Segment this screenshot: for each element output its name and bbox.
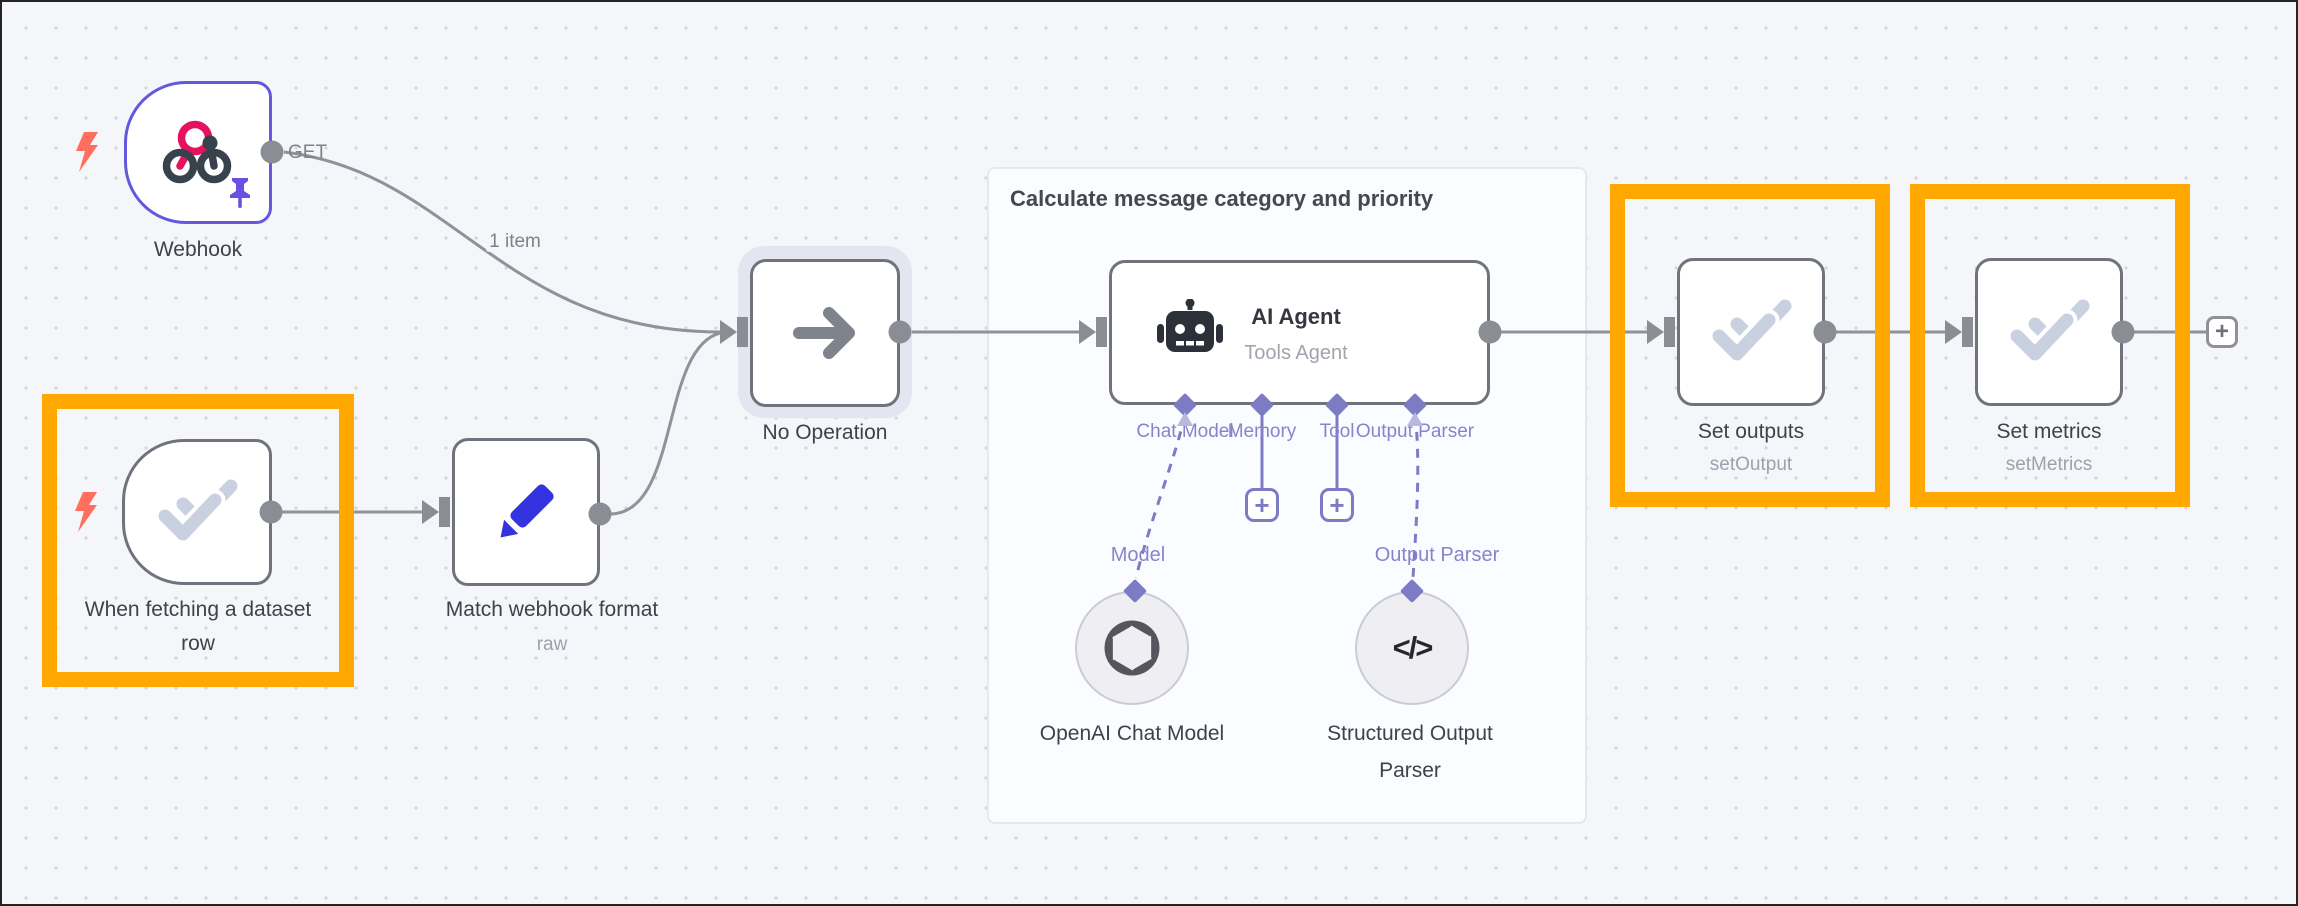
- node-dataset-trigger[interactable]: [122, 439, 272, 585]
- agent-port-label-memory: Memory: [1227, 421, 1297, 442]
- double-check-icon: [154, 479, 238, 545]
- edge-agent-to-structured-parser[interactable]: [1411, 414, 1420, 579]
- tool-add-button[interactable]: +: [1320, 488, 1354, 522]
- edge-agent-to-openai-model[interactable]: [1134, 414, 1187, 579]
- match-format-label: Match webhook format: [445, 598, 659, 621]
- node-match-webhook-format[interactable]: [452, 438, 600, 586]
- node-openai-chat-model[interactable]: [1075, 591, 1189, 705]
- webhook-label: Webhook: [153, 238, 243, 261]
- ai-agent-title: AI Agent: [1251, 304, 1341, 329]
- structured-parser-label-line1: Structured Output: [1327, 722, 1493, 745]
- pin-icon: [230, 178, 250, 208]
- set-outputs-sublabel: setOutput: [1709, 454, 1793, 475]
- robot-icon: [1157, 299, 1223, 352]
- node-ai-agent[interactable]: [1109, 260, 1490, 405]
- add-node-button[interactable]: +: [2206, 316, 2238, 348]
- highlight-box-set-metrics: [1910, 184, 2190, 507]
- set-outputs-label: Set outputs: [1697, 420, 1805, 443]
- webhook-icon: [162, 120, 232, 183]
- noop-label: No Operation: [762, 421, 888, 444]
- ai-agent-subtitle: Tools Agent: [1244, 342, 1348, 364]
- node-webhook[interactable]: [124, 81, 272, 224]
- webhook-method-label: GET: [288, 142, 328, 163]
- agent-port-label-tool: Tool: [1319, 421, 1355, 442]
- edge-webhook-to-noop[interactable]: [283, 150, 721, 334]
- structured-parser-label-line2: Parser: [1379, 759, 1441, 782]
- node-structured-output-parser[interactable]: </>: [1355, 591, 1469, 705]
- edge-match-to-noop[interactable]: [610, 331, 721, 516]
- arrow-right-icon: [793, 307, 855, 359]
- group-title: Calculate message category and priority: [1010, 186, 1434, 211]
- memory-add-button[interactable]: +: [1245, 488, 1279, 522]
- agent-port-label-output-parser: Output Parser: [1355, 421, 1475, 442]
- set-metrics-label: Set metrics: [1996, 420, 2102, 443]
- match-format-sublabel: raw: [536, 634, 568, 655]
- dataset-trigger-label-line2: row: [181, 632, 215, 655]
- edge-items-badge: 1 item: [480, 231, 550, 253]
- output-parser-link-label: Output Parser: [1374, 544, 1500, 566]
- highlight-box-set-outputs: [1610, 184, 1890, 507]
- openai-model-label: OpenAI Chat Model: [1039, 722, 1225, 745]
- code-icon: </>: [1392, 630, 1434, 665]
- lightning-trigger-icon: [76, 132, 98, 172]
- node-no-operation[interactable]: [750, 259, 900, 407]
- openai-icon: [1104, 620, 1160, 676]
- node-set-metrics[interactable]: [1975, 258, 2123, 406]
- agent-port-label-chat-model: Chat Model: [1136, 421, 1234, 442]
- lightning-trigger-icon: [75, 492, 97, 532]
- pencil-icon: [500, 484, 554, 538]
- node-set-outputs[interactable]: [1677, 258, 1825, 406]
- double-check-icon: [2006, 299, 2090, 365]
- double-check-icon: [1708, 299, 1792, 365]
- model-link-label: Model: [1110, 544, 1166, 566]
- set-metrics-sublabel: setMetrics: [2005, 454, 2093, 475]
- highlight-box-dataset-trigger: [42, 394, 354, 687]
- dataset-trigger-label-line1: When fetching a dataset: [84, 598, 312, 621]
